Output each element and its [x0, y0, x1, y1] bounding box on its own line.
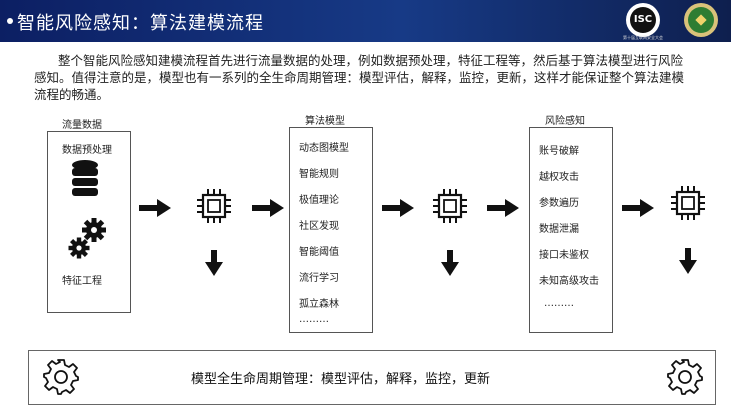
bullet-icon	[7, 18, 13, 24]
lifecycle-bar: 模型全生命周期管理：模型评估，解释，监控，更新	[28, 350, 716, 405]
risk-item: 数据泄漏	[539, 224, 579, 235]
risk-item: 越权攻击	[539, 172, 579, 183]
risk-item: 未知高级攻击	[539, 276, 599, 287]
arrow-right-icon	[252, 199, 284, 217]
isc-logo: ISC	[626, 3, 660, 37]
risk-item: 账号破解	[539, 146, 579, 157]
risk-item: 接口未鉴权	[539, 250, 589, 261]
risk-perception-box: 账号破解 越权攻击 参数遍历 数据泄漏 接口未鉴权 未知高级攻击 ………	[529, 127, 613, 333]
algorithm-item: 极值理论	[299, 195, 339, 206]
processor-chip-icon	[433, 189, 467, 223]
traffic-item-feature: 特征工程	[62, 276, 102, 287]
lifecycle-text: 模型全生命周期管理：模型评估，解释，监控，更新	[191, 372, 491, 387]
isc-logo-label: ISC	[630, 7, 656, 33]
algorithm-item: 智能阈值	[299, 247, 339, 258]
gears-icon	[68, 218, 106, 259]
algorithm-item: 智能规则	[299, 169, 339, 180]
traffic-data-title: 流量数据	[62, 120, 102, 131]
arrow-right-icon	[139, 199, 171, 217]
partner-logo	[684, 3, 718, 37]
algorithm-item: 孤立森林	[299, 299, 339, 310]
algorithm-item: 流行学习	[299, 273, 339, 284]
algorithm-item: 社区发现	[299, 221, 339, 232]
arrow-down-icon	[205, 250, 223, 276]
gear-icon	[43, 359, 79, 395]
arrow-down-icon	[679, 248, 697, 274]
traffic-item-preprocess: 数据预处理	[62, 145, 112, 156]
arrow-right-icon	[622, 199, 654, 217]
arrow-down-icon	[441, 250, 459, 276]
algorithm-model-title: 算法模型	[305, 116, 345, 127]
risk-item: ………	[544, 298, 574, 309]
risk-perception-title: 风险感知	[545, 116, 585, 127]
arrow-right-icon	[382, 199, 414, 217]
processor-chip-icon	[197, 189, 231, 223]
description-paragraph: 整个智能风险感知建模流程首先进行流量数据的处理，例如数据预处理，特征工程等，然后…	[34, 53, 685, 102]
risk-item: 参数遍历	[539, 198, 579, 209]
arrow-right-icon	[487, 199, 519, 217]
gear-icon	[667, 359, 703, 395]
isc-logo-caption: 第十届互联网安全大会	[623, 35, 663, 40]
traffic-data-box: 数据预处理	[47, 131, 131, 313]
algorithm-item: 动态图模型	[299, 143, 349, 154]
algorithm-item: ………	[299, 314, 329, 325]
processor-chip-icon	[671, 186, 705, 220]
page-title: 智能风险感知：算法建模流程	[17, 13, 264, 34]
database-icon	[72, 160, 98, 196]
algorithm-model-box: 动态图模型 智能规则 极值理论 社区发现 智能阈值 流行学习 孤立森林 ………	[289, 127, 373, 333]
header-bar: 智能风险感知：算法建模流程 ISC 第十届互联网安全大会	[0, 0, 731, 42]
